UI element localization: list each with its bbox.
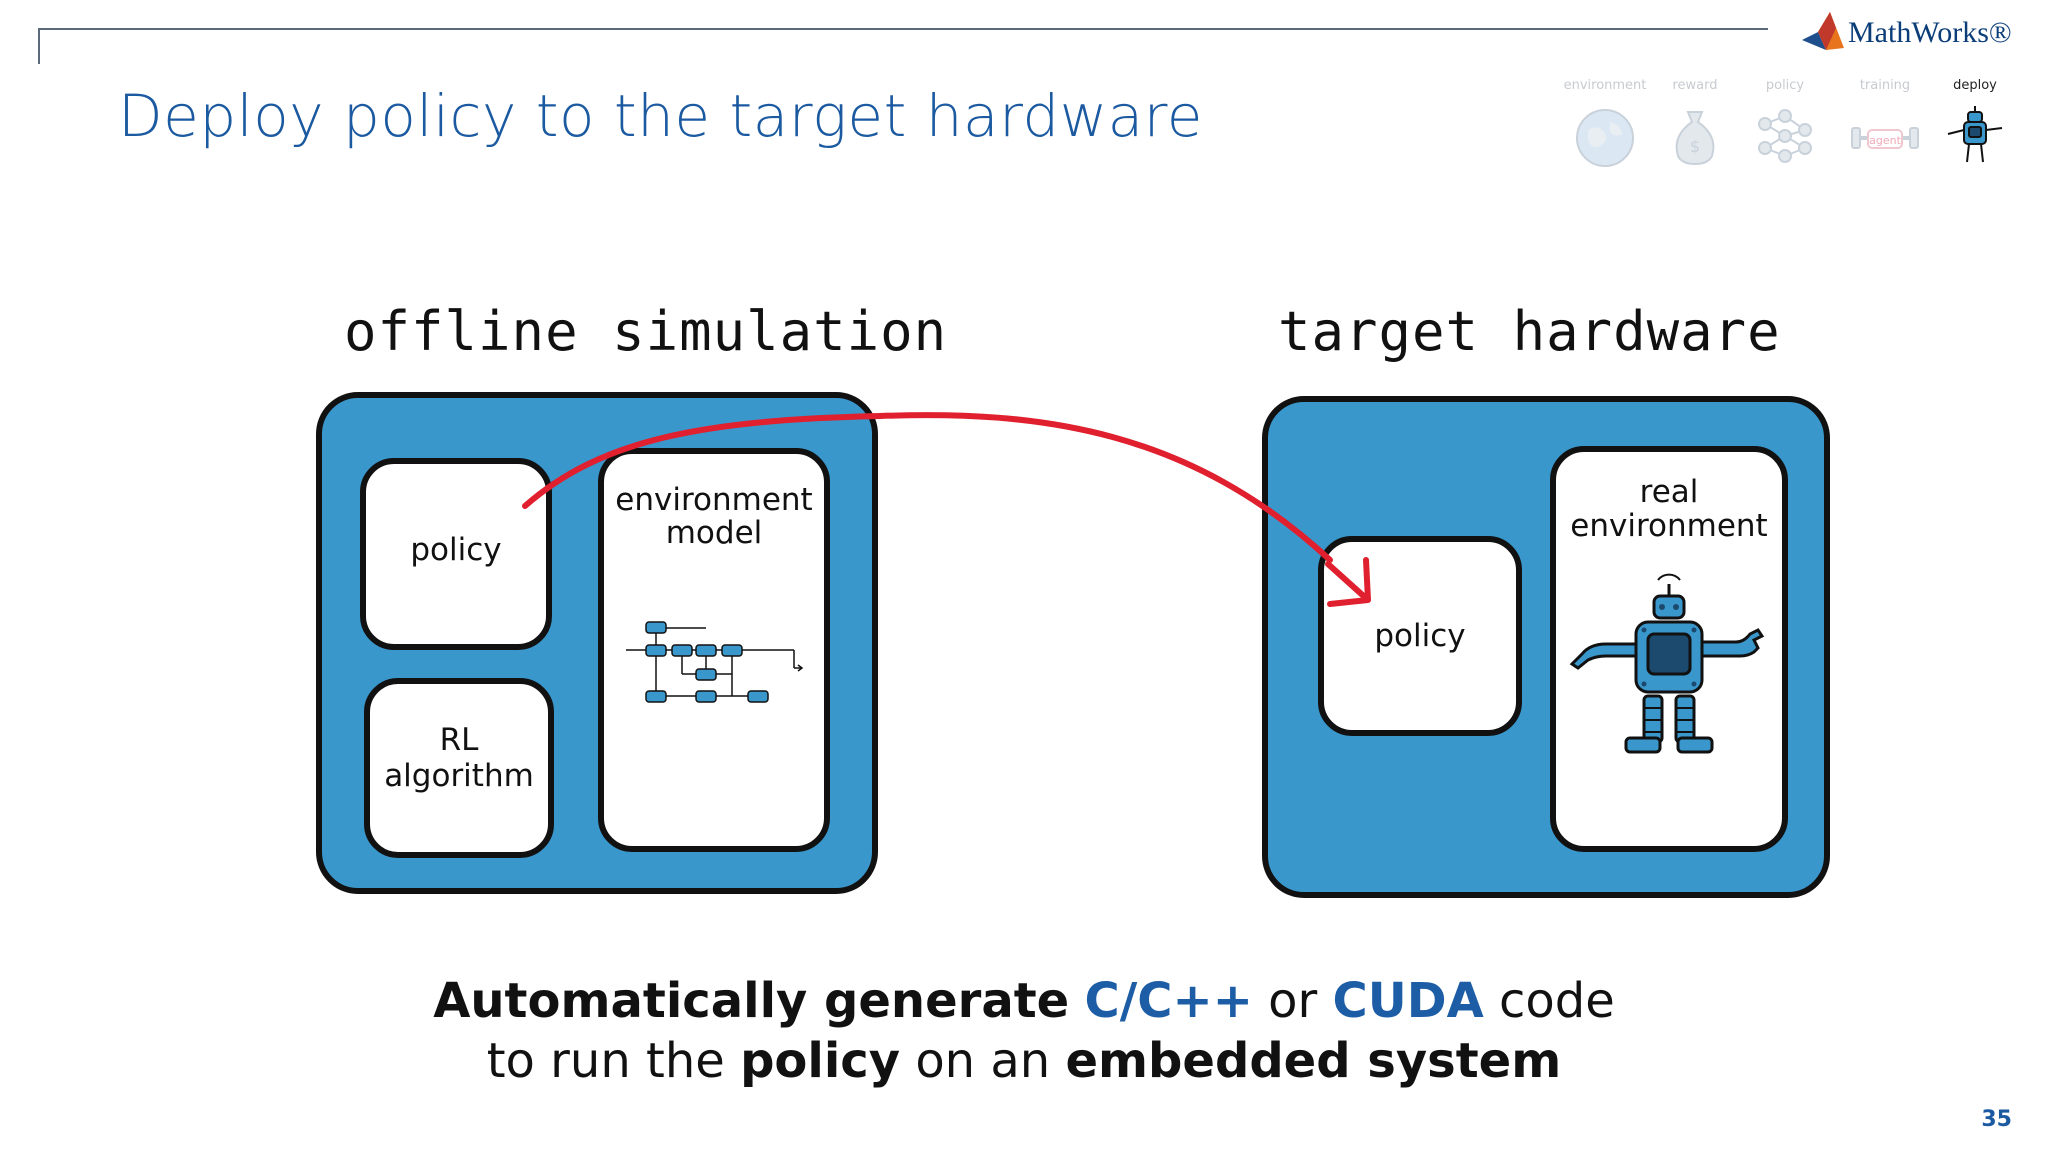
agent-label: agent [1869,134,1901,147]
caption-text: on an [915,1033,1051,1089]
caption-text: Automatically generate [433,973,1070,1029]
caption-line-1: Automatically generate C/C++ or CUDA cod… [0,970,2048,1032]
offline-simulation-panel: policy RL algorithm environment model [316,392,878,894]
rl-algorithm-card: RL algorithm [364,678,554,858]
step-label: training [1859,78,1911,93]
step-deploy: deploy [1930,78,2020,163]
robot-icon [1569,573,1765,754]
svg-text:$: $ [1690,137,1700,156]
money-bag-icon: $ [1675,111,1715,166]
caption-emphasis-policy: policy [740,1033,901,1089]
policy-card: policy [360,458,552,650]
caption-text: code [1499,973,1615,1029]
caption-highlight-cuda: CUDA [1332,973,1484,1029]
step-reward: reward $ [1650,78,1740,166]
header-rule-tick [38,28,40,64]
caption-line-2: to run the policy on an embedded system [0,1030,2048,1092]
block-diagram-icon [626,621,804,703]
policy-card-label: policy [410,532,502,568]
step-label: environment [1563,78,1647,93]
membrane-logo-icon [1802,12,1844,50]
neural-network-icon [1758,109,1812,163]
real-env-line1: real [1639,474,1699,510]
rl-card-line2: algorithm [384,758,534,794]
step-policy: policy [1740,78,1830,163]
page-title: Deploy policy to the target hardware [118,82,1203,150]
step-label: reward [1672,78,1718,93]
environment-model-card: environment model [598,448,830,852]
caption-highlight-cpp: C/C++ [1084,973,1253,1029]
deployed-policy-label: policy [1374,618,1466,654]
step-training: training agent [1840,78,1930,149]
env-model-line1: environment [615,482,813,518]
globe-icon [1576,109,1634,167]
caption-emphasis-embedded: embedded system [1065,1033,1562,1089]
page-number: 35 [1981,1107,2012,1132]
target-hardware-heading: target hardware [1278,300,1781,363]
caption-text: or [1268,973,1318,1029]
workflow-steps: environment reward $ policy training [1560,78,2020,168]
arrow-head-icon [1325,557,1371,607]
deployed-policy-card: policy [1318,536,1522,736]
mathworks-logo: MathWorks® [1800,10,2012,54]
step-label: policy [1765,78,1805,93]
caption-text: to run the [486,1033,725,1089]
real-env-line2: environment [1570,508,1768,544]
real-environment-card: real environment [1550,446,1788,852]
deploy-arrow-path [522,412,1333,563]
offline-simulation-heading: offline simulation [344,300,948,363]
env-model-line2: model [665,515,763,551]
brand-name: MathWorks® [1848,16,2012,49]
step-label: deploy [1953,78,1997,93]
header-rule [38,28,1768,30]
agent-barbell-icon: agent [1851,127,1919,149]
step-environment: environment [1560,78,1650,167]
target-hardware-panel: policy real environment [1262,396,1830,898]
rl-card-line1: RL [439,722,479,758]
robot-icon [1947,106,2003,163]
